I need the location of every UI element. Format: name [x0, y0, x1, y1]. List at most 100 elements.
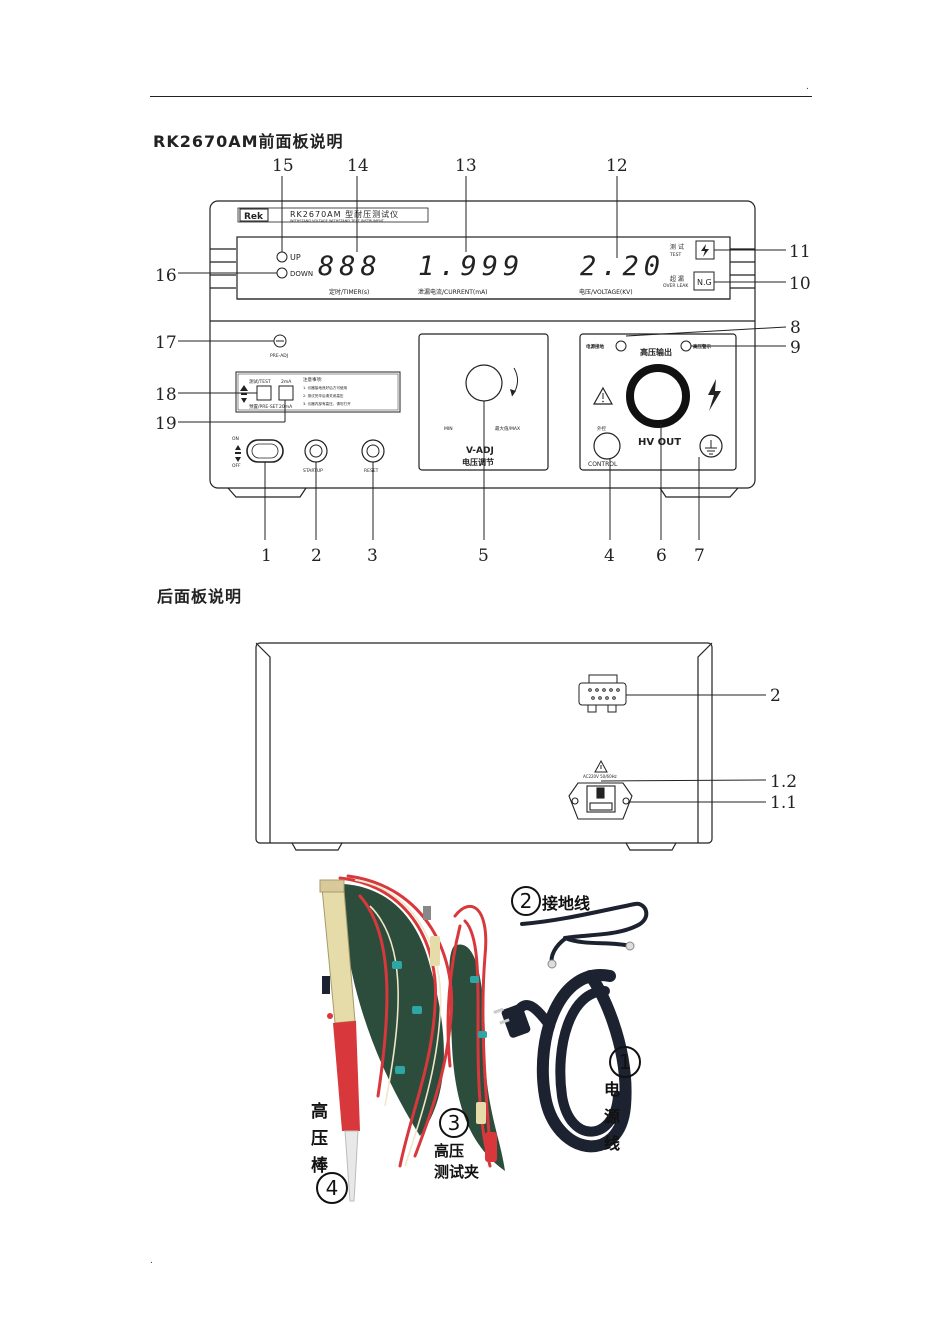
lightning-icon: [701, 244, 709, 257]
current-label: 泄漏电流/CURRENT(mA): [418, 288, 488, 296]
header-rule: [150, 96, 812, 97]
callout-6: 6: [656, 546, 667, 566]
callout-7: 7: [694, 546, 705, 566]
callout-14: 14: [347, 156, 369, 176]
off-label: OFF: [232, 463, 241, 469]
range-button[interactable]: [278, 385, 294, 401]
overleak-label-en: OVER LEAK: [663, 283, 689, 289]
warning-icon: [592, 386, 614, 405]
pre-adj-label: PRE-ADJ: [270, 353, 288, 359]
range-test-label: 测试/TEST: [249, 378, 271, 385]
up-label: UP: [290, 253, 301, 262]
timer-label: 定时/TIMER(s): [329, 288, 369, 296]
test-clip-label-2: 测试夹: [434, 1163, 480, 1181]
rear-panel-diagram: 2 AC220V 50/60Hz 1.2 1.1: [255, 642, 797, 851]
on-label: ON: [232, 436, 239, 442]
power-cord-char-3: 线: [604, 1134, 621, 1153]
current-display: 1.999: [418, 251, 524, 282]
rear-panel-title: 后面板说明: [157, 587, 243, 606]
power-cord-char-2: 源: [604, 1107, 621, 1126]
range-2ma-label: 2mA: [281, 379, 292, 385]
power-plug-image: [493, 1004, 531, 1038]
callout-4: 4: [604, 546, 615, 566]
note-3: 3. 仪器内部有高压，请勿打开: [303, 401, 351, 406]
serial-port: [578, 674, 627, 713]
rear-callout-2: 2: [770, 686, 781, 706]
test-label-en: TEST: [669, 252, 681, 258]
reset-label: RESET: [364, 468, 379, 474]
rear-callout-1-1: 1.1: [770, 793, 797, 813]
test-preset-button[interactable]: [256, 385, 272, 401]
voltage-display: 2.20: [580, 251, 665, 282]
callout-8: 8: [790, 318, 801, 338]
power-cord-char-1: 电: [604, 1080, 621, 1099]
hv-out-label: HV OUT: [638, 437, 681, 448]
hv-output-socket[interactable]: [626, 364, 690, 428]
control-socket[interactable]: [593, 432, 621, 460]
callout-15: 15: [272, 156, 294, 176]
callout-13: 13: [455, 156, 477, 176]
front-panel-diagram: 15 14 13 12 Rek RK2670: [155, 156, 811, 566]
hv-warning-led: [680, 340, 692, 352]
voltage-label: 电压/VOLTAGE(KV): [579, 288, 633, 296]
callout-9: 9: [790, 338, 801, 358]
range-preset-label: 预置/PRE-SET: [249, 403, 279, 410]
callout-1: 1: [261, 546, 272, 566]
probe-char-2: 压: [311, 1129, 328, 1149]
instrument-body: [209, 200, 756, 498]
probe-number: 4: [316, 1172, 348, 1204]
range-20ma-label: 20mA: [279, 404, 293, 410]
callout-16: 16: [155, 266, 177, 286]
max-label: 最大值/MAX: [495, 425, 520, 432]
control-label: CONTROL: [588, 461, 618, 468]
ac-rating: AC220V 50/60Hz: [583, 774, 617, 779]
accessories-photo: [319, 874, 649, 1202]
test-clip-number: 3: [439, 1108, 469, 1138]
callout-12: 12: [606, 156, 628, 176]
callout-2: 2: [311, 546, 322, 566]
header-dot: .: [806, 82, 809, 92]
startup-label: STARTUP: [303, 468, 323, 474]
callout-18: 18: [155, 385, 177, 405]
hv-output-label-cn: 高压输出: [640, 347, 672, 357]
test-clip-label-1: 高压: [434, 1142, 465, 1160]
down-led: [276, 267, 288, 279]
startup-button[interactable]: [304, 439, 328, 463]
up-led: [276, 251, 288, 263]
overleak-label-cn: 超 漏: [670, 275, 684, 283]
callout-5: 5: [478, 546, 489, 566]
callout-17: 17: [155, 333, 177, 353]
model-name: RK2670AM 型耐压测试仪: [290, 209, 399, 219]
front-panel-title: RK2670AM前面板说明: [153, 132, 344, 151]
ng-indicator: [693, 271, 715, 291]
probe-char-3: 棒: [311, 1156, 328, 1176]
reset-button[interactable]: [361, 439, 385, 463]
voltage-adjust-knob[interactable]: [465, 364, 503, 402]
external-label: 外控: [597, 425, 606, 432]
power-cord-number: 1: [609, 1046, 641, 1078]
vadj-label-cn: 电压调节: [462, 457, 494, 467]
callout-3: 3: [367, 546, 378, 566]
footer-dot: .: [150, 1256, 153, 1266]
callout-11: 11: [789, 242, 811, 262]
rear-warning-icon: [594, 759, 608, 773]
probe-char-1: 高: [311, 1102, 328, 1122]
power-ground-led: [615, 340, 627, 352]
high-voltage-icon: [708, 379, 721, 411]
notes-title: 注意事项:: [303, 376, 323, 383]
down-label: DOWN: [290, 270, 313, 278]
note-2: 2. 测试完毕后请关闭高压: [303, 393, 344, 398]
vadj-label: V-ADJ: [466, 446, 494, 456]
test-label-cn: 测 试: [670, 243, 684, 251]
callout-19: 19: [155, 414, 177, 434]
ng-label: N.G: [697, 278, 712, 287]
timer-display: 888: [318, 251, 382, 282]
min-label: MIN: [444, 426, 453, 432]
ground-wire-label: 接地线: [542, 894, 591, 913]
model-name-en: WITHSTAND VOLTAGE WITHSTAND TEST INSTRUM…: [290, 219, 385, 223]
ground-icon: [705, 440, 717, 455]
rear-callout-1-2: 1.2: [770, 772, 797, 792]
callout-10: 10: [789, 274, 811, 294]
hv-probe-image: [319, 879, 360, 1202]
brand-logo: Rek: [244, 212, 264, 222]
